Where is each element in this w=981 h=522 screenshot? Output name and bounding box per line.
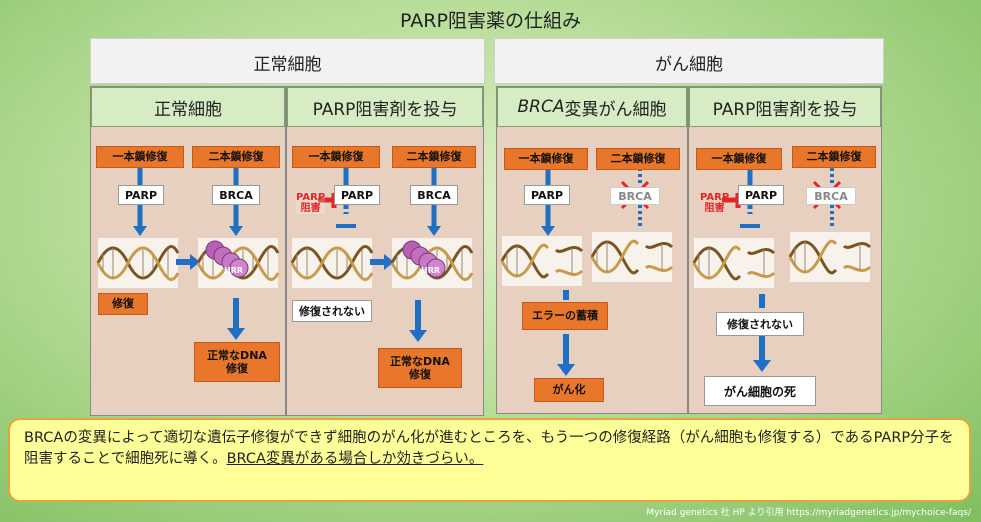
panel-title-rest: 変異がん細胞 <box>564 99 667 120</box>
brca-label: BRCA <box>212 185 260 205</box>
explanation-caption: BRCAの変異によって適切な遺伝子修復ができず細胞のがん化が進むところを、もう一… <box>8 418 971 502</box>
normal-dna-repair-label: 正常なDNA 修復 <box>378 348 462 388</box>
brca-label: BRCA <box>610 187 660 205</box>
not-repaired-label: 修復されない <box>716 312 804 336</box>
parp-label: PARP <box>524 185 570 205</box>
cancer-cell-death-label: がん細胞の死 <box>704 376 816 406</box>
single-strand-repair-label: 一本鎖修復 <box>292 146 380 168</box>
parp-label: PARP <box>118 185 164 205</box>
single-strand-repair-label: 一本鎖修復 <box>96 146 184 168</box>
slide-title: PARP阻害薬の仕組み <box>400 10 581 32</box>
group-header-cancer: がん細胞 <box>494 38 884 84</box>
panel-title: PARP阻害剤を投与 <box>689 87 881 127</box>
source-credit: Myriad genetics 社 HP より引用 https://myriad… <box>646 508 971 518</box>
group-header-cancer-label: がん細胞 <box>655 55 723 75</box>
caption-text: BRCAの変異によって適切な遺伝子修復ができず細胞のがん化が進むところを、もう一… <box>24 430 954 468</box>
caption-underlined-text: BRCA変異がある場合しか効きづらい。 <box>226 451 484 468</box>
parp-label: PARP <box>738 185 784 205</box>
brca-label: BRCA <box>806 187 856 205</box>
normal-dna-line1: 正常なDNA <box>390 354 450 368</box>
single-strand-repair-label: 一本鎖修復 <box>504 148 588 170</box>
parp-inhibitor-label: PARP 阻害 <box>296 192 326 214</box>
repair-result-label: 修復 <box>98 293 148 315</box>
group-header-normal-label: 正常細胞 <box>253 55 322 75</box>
panel-title: PARP阻害剤を投与 <box>287 87 483 127</box>
inhibitor-line1: PARP <box>296 192 326 203</box>
double-strand-repair-label: 二本鎖修復 <box>792 146 876 168</box>
hrr-label: HRR <box>224 266 244 275</box>
not-repaired-label: 修復されない <box>292 300 372 322</box>
brca-label: BRCA <box>410 185 458 205</box>
group-header-normal: 正常細胞 <box>90 38 485 84</box>
hrr-label: HRR <box>421 266 441 275</box>
carcinogenesis-label: がん化 <box>534 378 604 402</box>
normal-dna-line2: 修復 <box>226 362 248 375</box>
inhibitor-line2: 阻害 <box>300 203 321 214</box>
panel-title-italic: BRCA <box>517 97 565 117</box>
double-strand-repair-label: 二本鎖修復 <box>596 148 680 170</box>
inhibitor-line2: 阻害 <box>704 203 725 214</box>
double-strand-repair-label: 二本鎖修復 <box>392 146 476 168</box>
parp-label: PARP <box>334 185 380 205</box>
panel-cancer-parp-inhibitor: PARP阻害剤を投与 <box>688 86 882 414</box>
inhibitor-line1: PARP <box>700 192 730 203</box>
parp-inhibitor-label: PARP 阻害 <box>700 192 729 214</box>
double-strand-repair-label: 二本鎖修復 <box>192 146 280 168</box>
error-accumulation-label: エラーの蓄積 <box>522 302 608 330</box>
single-strand-repair-label: 一本鎖修復 <box>696 148 782 170</box>
normal-dna-line1: 正常なDNA <box>207 348 267 362</box>
normal-dna-line2: 修復 <box>409 368 431 381</box>
panel-title: 正常細胞 <box>91 87 285 127</box>
normal-dna-repair-label: 正常なDNA 修復 <box>194 342 280 382</box>
